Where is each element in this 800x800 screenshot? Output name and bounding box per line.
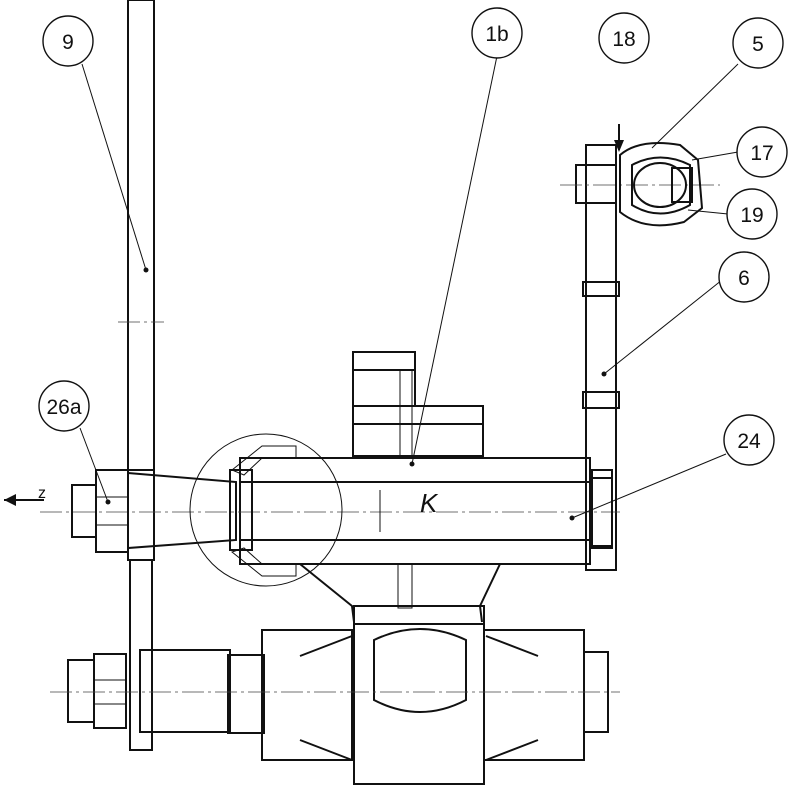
label-6: 6	[738, 267, 750, 290]
nut-26a	[4, 469, 129, 553]
balloon-5: 5	[732, 17, 784, 69]
label-19: 19	[740, 204, 763, 227]
section-label-k: K	[420, 488, 439, 518]
balloon-26a: 26a	[38, 380, 90, 432]
label-5: 5	[752, 33, 764, 56]
label-17: 17	[750, 142, 773, 165]
balloon-1b: 1b	[471, 7, 523, 59]
ball-joint	[560, 124, 720, 227]
label-9: 9	[62, 31, 74, 54]
label-24: 24	[737, 430, 761, 453]
label-1b: 1b	[485, 23, 508, 46]
leader-lines	[79, 55, 739, 519]
balloon-18: 18	[598, 12, 650, 64]
plate-9	[118, 0, 164, 751]
upper-body	[352, 351, 484, 457]
balloon-17: 17	[736, 126, 788, 178]
balloon-24: 24	[723, 414, 775, 466]
balloon-6: 6	[718, 251, 770, 303]
balloon-9: 9	[42, 15, 94, 67]
label-18: 18	[612, 28, 635, 51]
balloon-19: 19	[726, 188, 778, 240]
lower-assembly	[50, 563, 620, 785]
leader-dots	[105, 267, 607, 521]
axis-label-z: z	[38, 485, 46, 502]
label-26a: 26a	[46, 396, 81, 419]
